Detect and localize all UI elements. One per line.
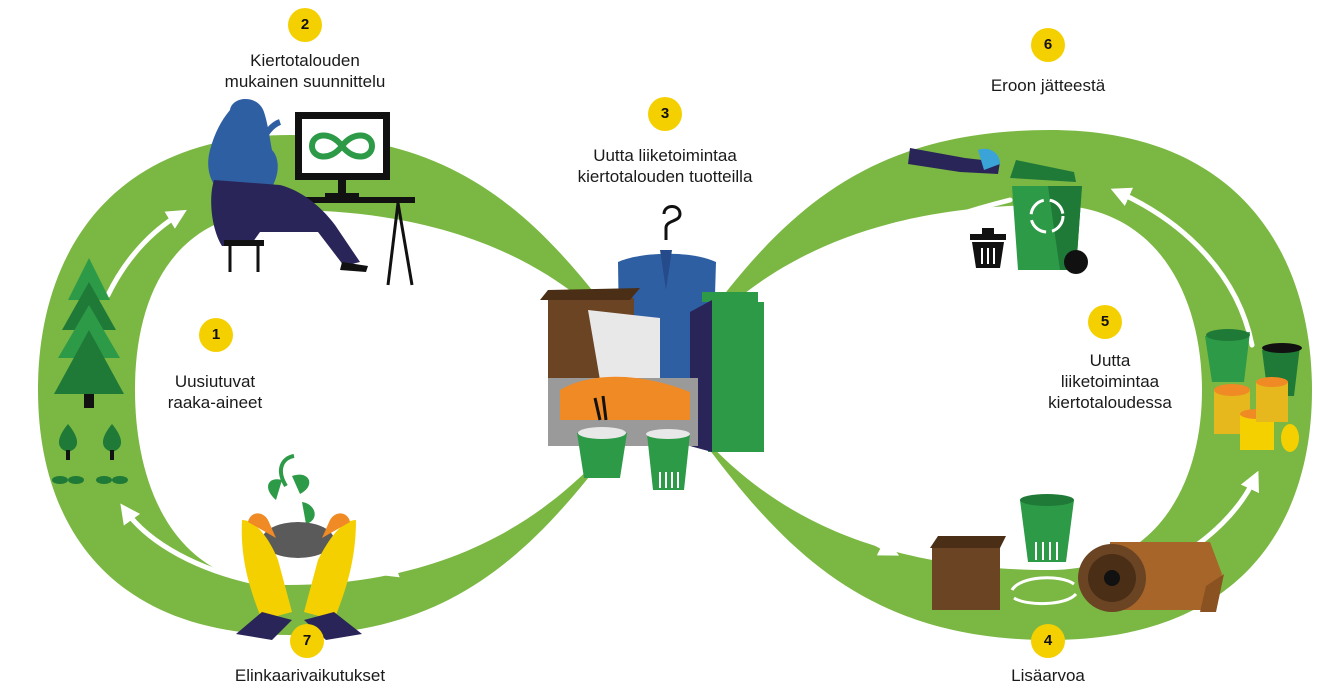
arrow-5-to-6	[1110, 187, 1255, 348]
step-badge-3: 3	[648, 97, 682, 131]
paper-cup-icon	[1020, 494, 1074, 562]
flow-arrows	[105, 187, 1259, 585]
arrow-1-to-2	[105, 209, 187, 298]
step-label-6: Eroon jätteestä	[990, 76, 1106, 95]
step-badge-4: 4	[1031, 624, 1065, 658]
infinity-icon	[308, 132, 376, 160]
arrow-2-to-3	[395, 219, 537, 285]
arrow-7-to-1	[120, 503, 258, 585]
step-label-7: Elinkaarivaikutukset	[234, 666, 386, 685]
step-badge-1: 1	[199, 318, 233, 352]
tree-icon	[54, 258, 124, 408]
hanger-icon	[662, 205, 682, 240]
arrow-3-to-7	[377, 459, 581, 578]
recycling-bin-icon	[908, 148, 1088, 274]
step-badge-2: 2	[288, 8, 322, 42]
arrow-3-to-4	[735, 452, 900, 556]
seedling-icon	[52, 424, 128, 484]
step-label-3: Uutta liiketoimintaa kiertotalouden tuot…	[577, 146, 753, 186]
step-label-2: Kiertotalouden mukainen suunnittelu	[224, 51, 386, 91]
cardboard-box-icon	[930, 536, 1006, 610]
coin-stack-icon	[1214, 377, 1299, 452]
products-bundle-icon	[540, 205, 764, 490]
step-badge-6: 6	[1031, 28, 1065, 62]
paper-cup-icon	[646, 429, 690, 490]
step-label-4: Lisäarvoa	[1011, 666, 1085, 685]
step-label-5: Uutta liiketoimintaa kiertotaloudessa	[1048, 351, 1172, 412]
step-label-1: Uusiutuvat raaka-aineet	[167, 372, 263, 412]
designer-at-computer-icon	[208, 99, 415, 286]
paper-roll-icon	[1078, 542, 1224, 612]
arrow-6-to-3	[791, 197, 1013, 293]
step-badge-7: 7	[290, 624, 324, 658]
trash-can-icon	[970, 228, 1006, 268]
step-badge-5: 5	[1088, 305, 1122, 339]
recycle-arrows-icon	[1010, 576, 1078, 606]
